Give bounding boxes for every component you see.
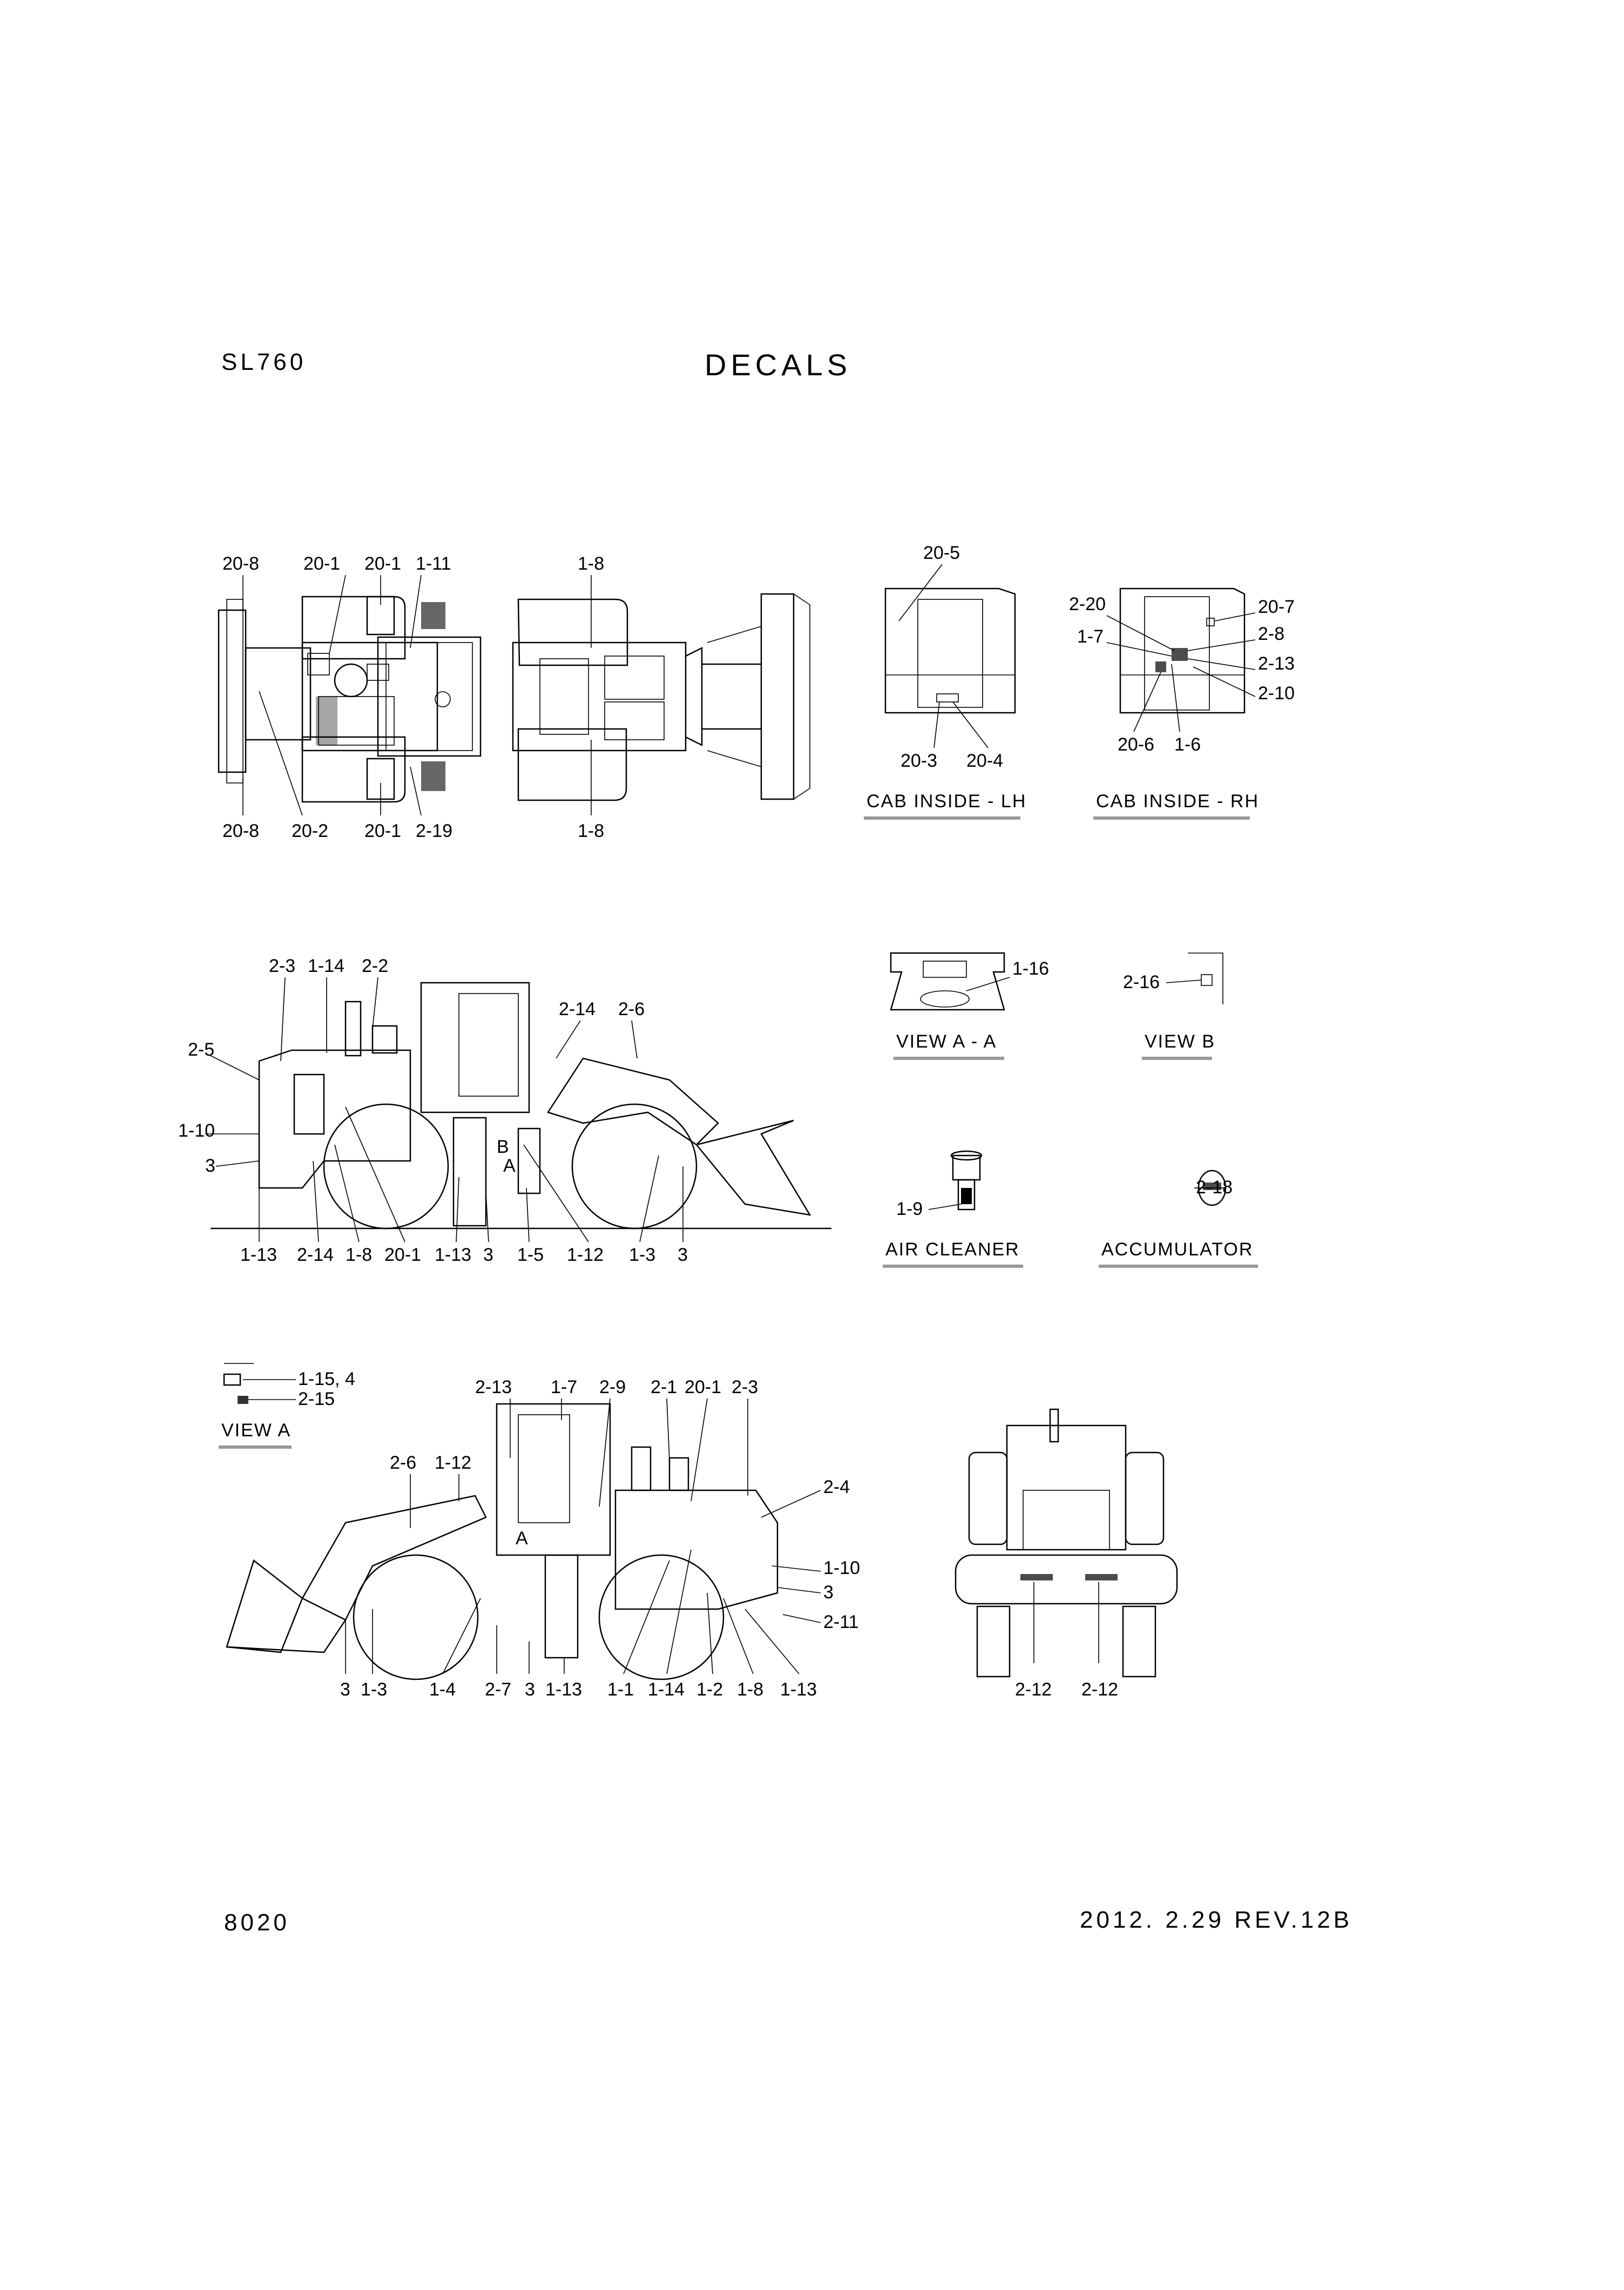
callout-2-7: 2-7 (485, 1679, 511, 1700)
callout-2-16: 2-16 (1123, 972, 1160, 992)
caption-accumulator: ACCUMULATOR (1101, 1239, 1253, 1260)
view-b-detail: 2-16 VIEW B (1123, 953, 1223, 1060)
callout-1-8: 1-8 (346, 1245, 372, 1265)
callout-3-left: 3 (205, 1156, 215, 1176)
callout-3-rs-b: 3 (525, 1679, 535, 1700)
callout-1-3-rs: 1-3 (361, 1679, 387, 1700)
callout-2-20: 2-20 (1069, 594, 1106, 614)
view-a-detail: 1-15, 4 2-15 VIEW A (219, 1363, 355, 1449)
callout-top-20-8: 20-8 (222, 553, 259, 574)
callout-bottom-2-19: 2-19 (416, 821, 452, 841)
callout-2-5: 2-5 (188, 1039, 214, 1060)
cab-inside-lh-view: 20-5 20-3 20-4 CAB INSIDE - LH (864, 543, 1026, 820)
callout-top-20-1a: 20-1 (303, 553, 340, 574)
callout-2-1: 2-1 (651, 1377, 677, 1397)
callout-2-12-left: 2-12 (1015, 1679, 1052, 1700)
callout-2-18: 2-18 (1196, 1177, 1233, 1198)
caption-cab-inside-rh: CAB INSIDE - RH (1096, 791, 1259, 812)
callout-2-13-rs: 2-13 (475, 1377, 512, 1397)
callout-bottom-20-2: 20-2 (292, 821, 328, 841)
view-marker-a: A (503, 1156, 516, 1176)
callout-1-7: 1-7 (1077, 626, 1104, 647)
air-cleaner-detail: 1-9 AIR CLEANER (883, 1150, 1023, 1268)
callout-2-9: 2-9 (599, 1377, 626, 1397)
callout-20-3: 20-3 (901, 751, 937, 771)
callout-1-13-rs-a: 1-13 (545, 1679, 582, 1700)
callout-1-4: 1-4 (429, 1679, 456, 1700)
right-side-view: 2-13 1-7 2-9 2-1 20-1 2-3 2-6 1-12 A 2-4… (226, 1377, 860, 1700)
callout-2-3-rs: 2-3 (732, 1377, 758, 1397)
callout-20-6: 20-6 (1118, 734, 1154, 755)
callout-1-2: 1-2 (696, 1679, 723, 1700)
caption-view-a: VIEW A (221, 1420, 291, 1441)
callout-3b: 3 (678, 1245, 688, 1265)
callout-2-6-rs: 2-6 (390, 1453, 416, 1473)
callout-1-14: 1-14 (308, 956, 344, 976)
caption-air-cleaner: AIR CLEANER (885, 1239, 1020, 1260)
callout-1-13a: 1-13 (240, 1245, 277, 1265)
callout-2-8: 2-8 (1258, 624, 1284, 644)
callout-1-12-rs: 1-12 (435, 1453, 471, 1473)
callout-2-11: 2-11 (823, 1612, 859, 1632)
callout-bottom-20-1: 20-1 (364, 821, 401, 841)
callout-2-14b: 2-14 (297, 1245, 334, 1265)
callout-top-20-1b: 20-1 (364, 553, 401, 574)
cab-inside-rh-view: 2-20 20-7 1-7 2-8 2-13 2-10 20-6 1-6 CAB… (1069, 587, 1295, 820)
callout-1-3: 1-3 (629, 1245, 655, 1265)
callout-1-7-rs: 1-7 (551, 1377, 577, 1397)
callout-1-1: 1-1 (607, 1679, 634, 1700)
callout-1-6: 1-6 (1174, 734, 1201, 755)
callout-20-5: 20-5 (923, 543, 960, 563)
callout-bottom-1-8: 1-8 (578, 821, 604, 841)
view-marker-a-rs: A (516, 1528, 528, 1549)
callout-1-12: 1-12 (567, 1245, 604, 1265)
callout-1-16: 1-16 (1012, 958, 1049, 979)
callout-1-13-rs-b: 1-13 (780, 1679, 817, 1700)
caption-view-a-a: VIEW A - A (896, 1031, 997, 1052)
callout-2-4: 2-4 (823, 1477, 850, 1497)
callout-2-3: 2-3 (269, 956, 295, 976)
model-code: SL760 (221, 349, 306, 375)
callout-20-1: 20-1 (384, 1245, 421, 1265)
callout-top-1-8: 1-8 (578, 553, 604, 574)
callout-20-1-rs: 20-1 (685, 1377, 721, 1397)
left-side-view: 2-3 1-14 2-2 2-14 2-6 2-5 1-10 3 B A 1-1… (178, 956, 831, 1265)
callout-3-rs-right: 3 (823, 1582, 834, 1603)
callout-2-10: 2-10 (1258, 683, 1295, 704)
callout-1-5: 1-5 (517, 1245, 544, 1265)
callout-3-rs-a: 3 (340, 1679, 350, 1700)
callout-top-1-11: 1-11 (416, 553, 451, 574)
callout-20-4: 20-4 (966, 751, 1003, 771)
callout-1-13b: 1-13 (435, 1245, 471, 1265)
callout-2-12-right: 2-12 (1081, 1679, 1118, 1700)
top-view: 20-8 20-1 20-1 1-11 1-8 20-8 20-2 20-1 2… (218, 553, 810, 841)
page-number: 8020 (224, 1909, 290, 1936)
caption-view-b: VIEW B (1145, 1031, 1215, 1052)
callout-2-15: 2-15 (298, 1389, 335, 1409)
callout-bottom-20-8: 20-8 (222, 821, 259, 841)
view-a-a-detail: 1-16 VIEW A - A (890, 952, 1049, 1060)
callout-1-15-4: 1-15, 4 (298, 1369, 355, 1389)
callout-2-2: 2-2 (362, 956, 388, 976)
callout-20-7: 20-7 (1258, 597, 1295, 617)
revision-date: 2012. 2.29 REV.12B (1080, 1907, 1352, 1933)
callout-1-14-rs: 1-14 (648, 1679, 685, 1700)
callout-1-8-rs: 1-8 (737, 1679, 763, 1700)
accumulator-detail: 2-18 ACCUMULATOR (1099, 1170, 1258, 1268)
callout-1-10-rs: 1-10 (823, 1558, 860, 1578)
rear-view: 2-12 2-12 (955, 1408, 1178, 1700)
callout-3a: 3 (483, 1245, 493, 1265)
callout-1-10: 1-10 (178, 1120, 215, 1141)
callout-2-6: 2-6 (618, 999, 645, 1019)
callout-1-9: 1-9 (896, 1199, 923, 1219)
caption-cab-inside-lh: CAB INSIDE - LH (867, 791, 1026, 812)
view-marker-b: B (497, 1137, 509, 1157)
callout-2-13: 2-13 (1258, 653, 1295, 674)
page-title: DECALS (705, 348, 851, 382)
callout-2-14: 2-14 (559, 999, 596, 1019)
